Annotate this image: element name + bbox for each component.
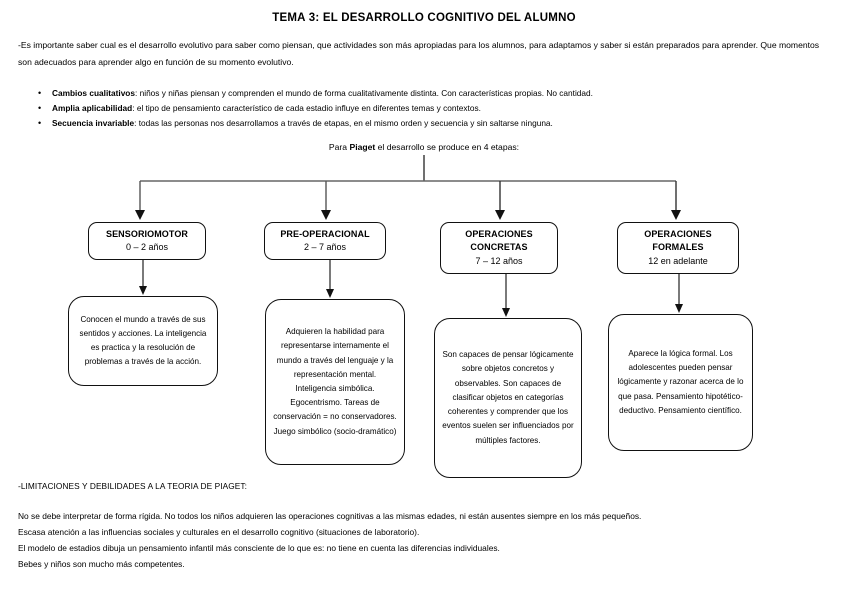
bullet-icon: • (38, 103, 42, 113)
limitations-line: El modelo de estadios dibuja un pensamie… (18, 543, 500, 553)
limitations-body: No se debe interpretar de forma rígida. … (18, 508, 833, 572)
stage-name: PRE-OPERACIONAL (280, 228, 370, 239)
stage-name-line-2: CONCRETAS (470, 242, 528, 253)
stage-name-line-1: OPERACIONES (465, 228, 533, 239)
detail-box-preoperacional[interactable]: Adquieren la habilidad para representars… (265, 299, 405, 465)
detail-text: Adquieren la habilidad para representars… (273, 327, 397, 436)
stage-age-range: 12 en adelante (648, 255, 708, 266)
detail-text: Conocen el mundo a través de sus sentido… (79, 314, 207, 367)
stage-name: SENSORIOMOTOR (105, 228, 188, 239)
stage-box-sensoriomotor[interactable]: SENSORIOMOTOR 0 – 2 años (88, 222, 206, 260)
stage-name-line-1: OPERACIONES (644, 228, 712, 239)
bullet-icon: • (38, 88, 42, 98)
limitations-line: Bebes y niños son mucho más competentes. (18, 559, 185, 569)
stage-name-line-2: FORMALES (652, 242, 704, 253)
limitations-line: No se debe interpretar de forma rígida. … (18, 511, 642, 521)
list-item-lead: Amplia aplicabilidad (52, 103, 133, 113)
list-item: • Cambios cualitativos: niños y niñas pi… (36, 86, 836, 101)
list-item-text: : niños y niñas piensan y comprenden el … (135, 88, 593, 98)
detail-box-operaciones-concretas[interactable]: Son capaces de pensar lógicamente sobre … (434, 318, 582, 478)
caption-suffix: el desarrollo se produce en 4 etapas: (375, 142, 520, 152)
stage-box-preoperacional[interactable]: PRE-OPERACIONAL 2 – 7 años (264, 222, 386, 260)
list-item: • Secuencia invariable: todas las person… (36, 116, 836, 131)
detail-box-operaciones-formales[interactable]: Aparece la lógica formal. Los adolescent… (608, 314, 753, 451)
list-item-text: : el tipo de pensamiento característico … (132, 103, 481, 113)
stage-age-range: 0 – 2 años (125, 242, 169, 252)
stage-box-operaciones-concretas[interactable]: OPERACIONES CONCRETAS 7 – 12 años (440, 222, 558, 274)
page-title: TEMA 3: EL DESARROLLO COGNITIVO DEL ALUM… (272, 12, 576, 24)
bullet-icon: • (38, 118, 42, 128)
key-points-list: • Cambios cualitativos: niños y niñas pi… (36, 86, 836, 131)
caption-prefix: Para (328, 142, 350, 152)
list-item-text: : todas las personas nos desarrollamos a… (134, 118, 553, 128)
detail-box-sensoriomotor[interactable]: Conocen el mundo a través de sus sentido… (68, 296, 218, 386)
list-item-lead: Cambios cualitativos (52, 88, 135, 98)
caption-bold-piaget: Piaget (349, 142, 376, 152)
list-item: • Amplia aplicabilidad: el tipo de pensa… (36, 101, 836, 116)
intro-paragraph: -Es importante saber cual es el desarrol… (18, 40, 820, 67)
stage-box-operaciones-formales[interactable]: OPERACIONES FORMALES 12 en adelante (617, 222, 739, 274)
limitations-line: Escasa atención a las influencias social… (18, 527, 420, 537)
list-item-lead: Secuencia invariable (52, 118, 135, 128)
detail-text: Aparece la lógica formal. Los adolescent… (617, 348, 744, 415)
stage-age-range: 7 – 12 años (475, 255, 523, 266)
limitations-heading: -LIMITACIONES Y DEBILIDADES A LA TEORIA … (18, 481, 248, 491)
detail-text: Son capaces de pensar lógicamente sobre … (442, 350, 574, 445)
diagram-caption: Para Piaget el desarrollo se produce en … (0, 142, 848, 152)
stage-age-range: 2 – 7 años (303, 242, 347, 252)
